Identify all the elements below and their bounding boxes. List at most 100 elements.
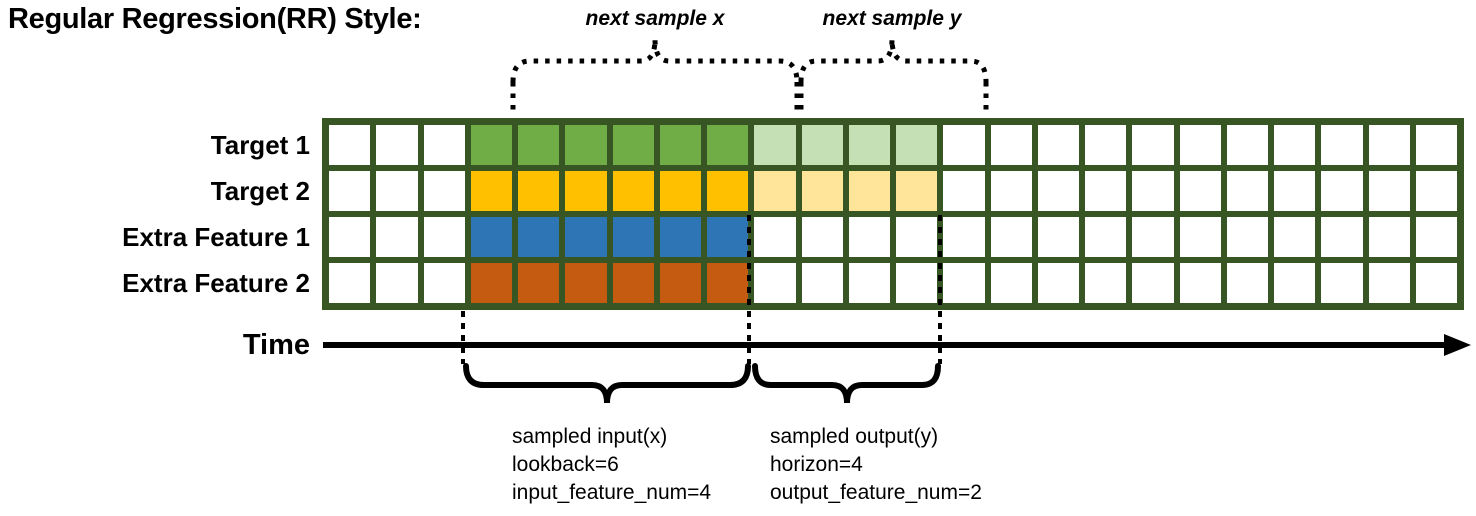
lookback-value: lookback=6 bbox=[512, 453, 619, 476]
grid-cell bbox=[943, 125, 985, 165]
grid-cell bbox=[943, 171, 985, 211]
grid-cell bbox=[1132, 171, 1174, 211]
grid-cell bbox=[1274, 217, 1316, 257]
sampled-output-annotation: sampled output(y) horizon=4 output_featu… bbox=[770, 423, 982, 507]
grid-cell bbox=[1085, 125, 1127, 165]
grid-cell bbox=[423, 125, 465, 165]
sampled-input-brace bbox=[463, 363, 751, 404]
grid-cell bbox=[518, 171, 560, 211]
grid-cell bbox=[896, 125, 938, 165]
grid-cell bbox=[612, 263, 654, 303]
grid-cell bbox=[1274, 171, 1316, 211]
grid-cell bbox=[376, 125, 418, 165]
next-sample-x-brace bbox=[510, 38, 800, 83]
grid-cell bbox=[990, 125, 1032, 165]
grid-cell bbox=[1179, 171, 1221, 211]
time-axis-label: Time bbox=[242, 328, 310, 361]
grid-cell bbox=[470, 217, 512, 257]
grid-cell bbox=[1226, 217, 1268, 257]
grid-cell bbox=[470, 263, 512, 303]
grid-cell bbox=[1415, 263, 1457, 303]
grid-cell bbox=[1085, 171, 1127, 211]
grid-cell bbox=[329, 217, 371, 257]
grid-cell bbox=[1037, 217, 1079, 257]
grid-cell bbox=[376, 263, 418, 303]
grid-cell bbox=[329, 125, 371, 165]
grid-cell bbox=[612, 125, 654, 165]
grid-cell bbox=[565, 125, 607, 165]
grid-cell bbox=[518, 263, 560, 303]
grid-cell bbox=[1415, 171, 1457, 211]
sampled-input-annotation: sampled input(x) lookback=6 input_featur… bbox=[512, 423, 711, 507]
grid-cell bbox=[329, 171, 371, 211]
sampled-output-brace bbox=[752, 363, 941, 404]
grid-cell bbox=[707, 171, 749, 211]
grid-cell bbox=[990, 263, 1032, 303]
grid-cell bbox=[1321, 217, 1363, 257]
grid-cell bbox=[754, 263, 796, 303]
grid-cell bbox=[1415, 125, 1457, 165]
grid-cell bbox=[1132, 217, 1174, 257]
grid-cell bbox=[990, 171, 1032, 211]
grid-cell bbox=[659, 171, 701, 211]
grid-cell bbox=[612, 217, 654, 257]
grid-cell bbox=[423, 263, 465, 303]
grid-cell bbox=[1274, 125, 1316, 165]
diagram-title: Regular Regression(RR) Style: bbox=[8, 3, 422, 35]
grid-cell bbox=[1368, 171, 1410, 211]
grid-cell bbox=[801, 217, 843, 257]
row-label-extra-feature-2: Extra Feature 2 bbox=[122, 267, 310, 298]
row-label-target-2: Target 2 bbox=[210, 175, 310, 206]
grid-cell bbox=[943, 217, 985, 257]
grid-cell bbox=[1321, 171, 1363, 211]
grid-cell bbox=[659, 125, 701, 165]
grid-cell bbox=[1179, 125, 1221, 165]
grid-cell bbox=[896, 217, 938, 257]
grid-cell bbox=[1321, 263, 1363, 303]
sampled-input-title: sampled input(x) bbox=[512, 425, 668, 448]
grid-cell bbox=[659, 217, 701, 257]
grid-cell bbox=[848, 263, 890, 303]
output-feature-num-value: output_feature_num=2 bbox=[770, 481, 982, 504]
grid-cell bbox=[1368, 125, 1410, 165]
grid-cell bbox=[470, 125, 512, 165]
grid-cell bbox=[754, 217, 796, 257]
grid-cell bbox=[518, 217, 560, 257]
grid-cell bbox=[1368, 263, 1410, 303]
grid-cell bbox=[896, 263, 938, 303]
row-label-extra-feature-1: Extra Feature 1 bbox=[122, 221, 310, 252]
grid-cell bbox=[1415, 217, 1457, 257]
grid-cell bbox=[1085, 217, 1127, 257]
grid-cell bbox=[376, 217, 418, 257]
grid-cell bbox=[990, 217, 1032, 257]
next-sample-y-brace bbox=[798, 38, 989, 83]
grid-cell bbox=[848, 125, 890, 165]
grid-cell bbox=[801, 125, 843, 165]
grid-cell bbox=[1037, 263, 1079, 303]
next-sample-x-label: next sample x bbox=[585, 7, 725, 30]
grid-cell bbox=[1226, 263, 1268, 303]
grid-cell bbox=[1368, 217, 1410, 257]
grid-cell bbox=[754, 125, 796, 165]
row-label-target-1: Target 1 bbox=[210, 129, 310, 160]
grid-cell bbox=[943, 263, 985, 303]
grid-cell bbox=[518, 125, 560, 165]
grid-cell bbox=[612, 171, 654, 211]
grid-cell bbox=[1179, 263, 1221, 303]
grid-cell bbox=[848, 171, 890, 211]
input-feature-num-value: input_feature_num=4 bbox=[512, 481, 712, 504]
grid-cell bbox=[754, 171, 796, 211]
grid-cell bbox=[1037, 171, 1079, 211]
grid-cell bbox=[1321, 125, 1363, 165]
sampling-grid bbox=[322, 118, 1464, 310]
time-axis-arrowhead bbox=[1444, 334, 1471, 356]
next-sample-y-label: next sample y bbox=[822, 7, 962, 30]
horizon-value: horizon=4 bbox=[770, 453, 863, 476]
grid-cell bbox=[1132, 125, 1174, 165]
grid-cell bbox=[1085, 263, 1127, 303]
grid-cell bbox=[565, 263, 607, 303]
grid-cell bbox=[707, 263, 749, 303]
grid-cell bbox=[1037, 125, 1079, 165]
grid-cell bbox=[659, 263, 701, 303]
grid-cell bbox=[707, 217, 749, 257]
